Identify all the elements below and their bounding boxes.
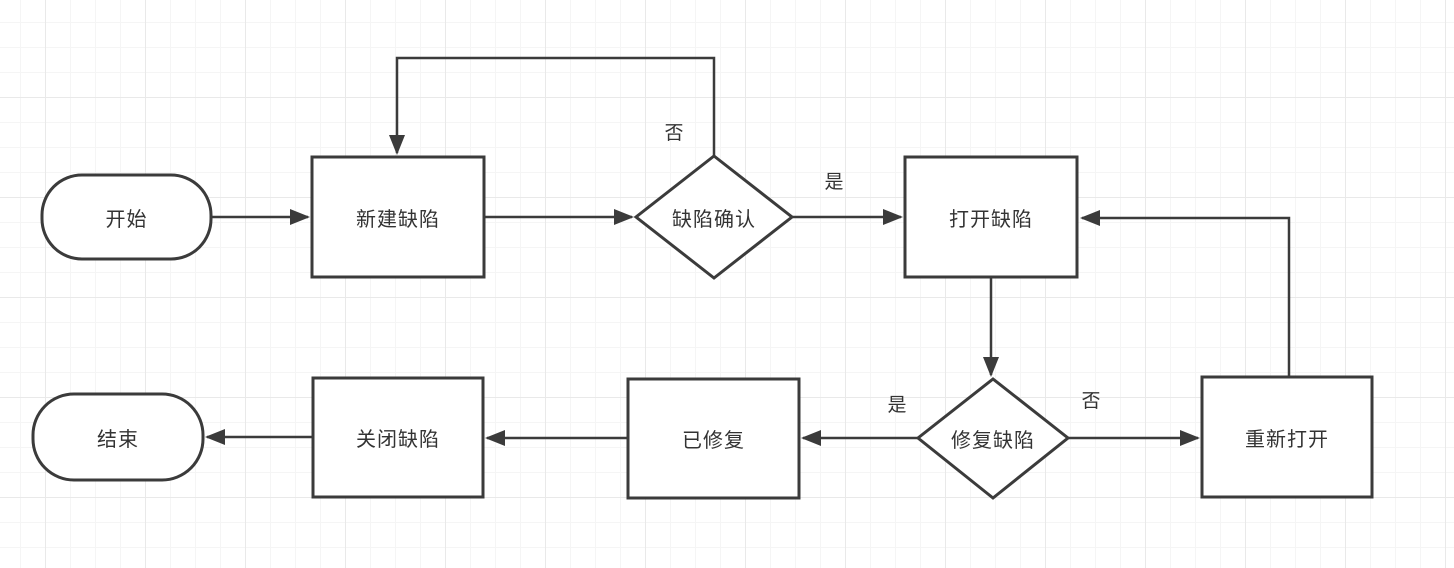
node-new-defect-shape — [310, 155, 486, 279]
node-start-shape — [40, 173, 213, 261]
node-end-shape — [31, 392, 205, 482]
node-reopen-shape — [1200, 375, 1374, 499]
node-fix-defect-shape — [915, 377, 1071, 500]
node-fixed-shape — [626, 377, 801, 500]
node-confirm-defect-shape — [633, 154, 795, 280]
edge-reopen-to-open — [1080, 210, 1291, 377]
node-close-defect-shape — [311, 376, 485, 499]
node-open-defect-shape — [903, 155, 1079, 279]
edge-confirm-to-new-defect-no — [389, 56, 716, 156]
